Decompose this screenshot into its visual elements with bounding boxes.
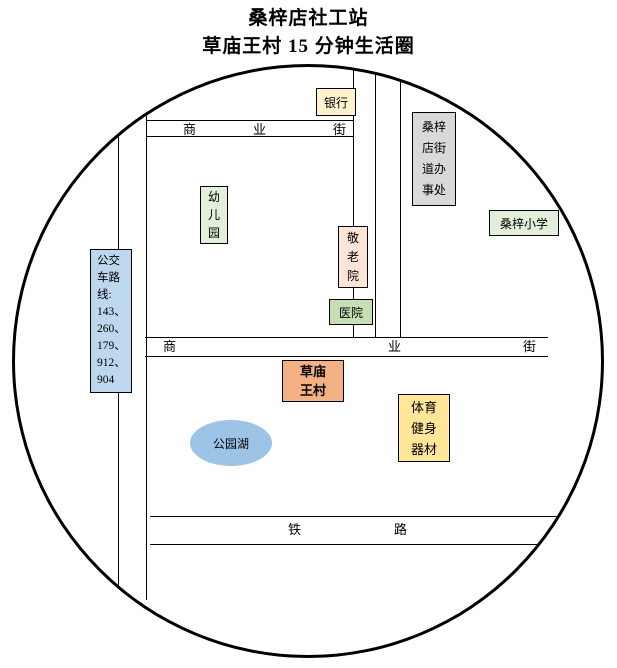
street-office-box: 桑梓店街道办事处 bbox=[412, 112, 456, 206]
railway-label-char: 铁 bbox=[288, 522, 302, 537]
road-center-vertical bbox=[353, 70, 376, 338]
map-area: 商 业 街 商 业 街 铁 路 银行 桑梓店街道办事处 幼儿园 敬老院 桑梓小学… bbox=[15, 67, 601, 655]
hospital-box: 医院 bbox=[329, 299, 373, 325]
map-title-line1: 桑梓店社工站 bbox=[248, 8, 369, 29]
road-top-commercial-street bbox=[146, 120, 353, 137]
bus-routes-box: 公交车路线:143、260、179、912、904 bbox=[90, 249, 132, 393]
park-lake-ellipse: 公园湖 bbox=[190, 420, 272, 466]
village-box: 草庙王村 bbox=[282, 360, 344, 402]
primary-school-box: 桑梓小学 bbox=[489, 210, 559, 236]
mid-street-label-char: 业 bbox=[388, 339, 402, 354]
map-title-line2: 草庙王村 15 分钟生活圈 bbox=[202, 36, 415, 57]
railway-label-char: 路 bbox=[394, 522, 408, 537]
kindergarten-box: 幼儿园 bbox=[200, 186, 228, 244]
top-street-label-char: 街 bbox=[333, 122, 347, 137]
bank-box: 银行 bbox=[316, 88, 356, 116]
fitness-equipment-box: 体育健身器材 bbox=[398, 394, 450, 462]
road-mid-commercial-street bbox=[145, 337, 548, 357]
top-street-label-char: 商 bbox=[183, 122, 197, 137]
mid-street-label-char: 街 bbox=[523, 339, 537, 354]
top-street-label-char: 业 bbox=[253, 122, 267, 137]
nursing-home-box: 敬老院 bbox=[338, 226, 368, 288]
mid-street-label-char: 商 bbox=[163, 339, 177, 354]
road-railway bbox=[150, 516, 558, 545]
boundary-circle: 商 业 街 商 业 街 铁 路 银行 桑梓店街道办事处 幼儿园 敬老院 桑梓小学… bbox=[12, 64, 604, 658]
road-right-vertical-line bbox=[400, 80, 401, 338]
map-title: 桑梓店社工站 草庙王村 15 分钟生活圈 bbox=[0, 5, 617, 61]
